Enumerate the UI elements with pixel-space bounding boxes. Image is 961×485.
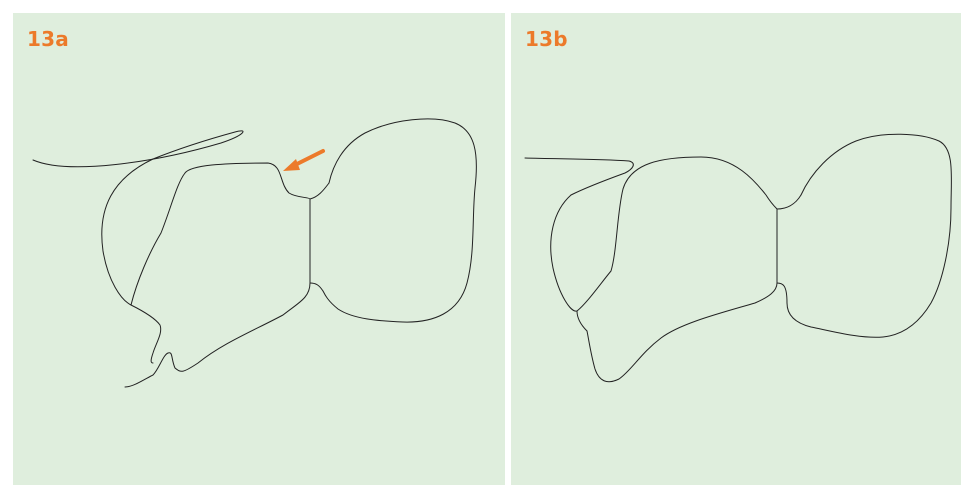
lower-region-outline-13a (131, 305, 161, 363)
panel-13b: 13b (511, 13, 961, 485)
drawing-13a (13, 13, 505, 485)
main-body-outline-13b (587, 157, 777, 382)
panel-13a: 13a (13, 13, 505, 485)
spine-outline-13b (525, 158, 633, 195)
drawing-13b (511, 13, 961, 485)
orange-arrow-icon (283, 151, 323, 171)
right-lobe-outline-13b (787, 134, 951, 337)
lower-region-outline-13b (577, 311, 587, 331)
left-lobe-outline-13a (102, 159, 185, 305)
left-lobe-outline-13b (551, 189, 623, 311)
right-lobe-outline-13a (323, 119, 476, 322)
petiole-outline-13b (777, 195, 801, 303)
petiole-outline-13a (310, 183, 329, 291)
spine-outline-13a (33, 131, 243, 167)
